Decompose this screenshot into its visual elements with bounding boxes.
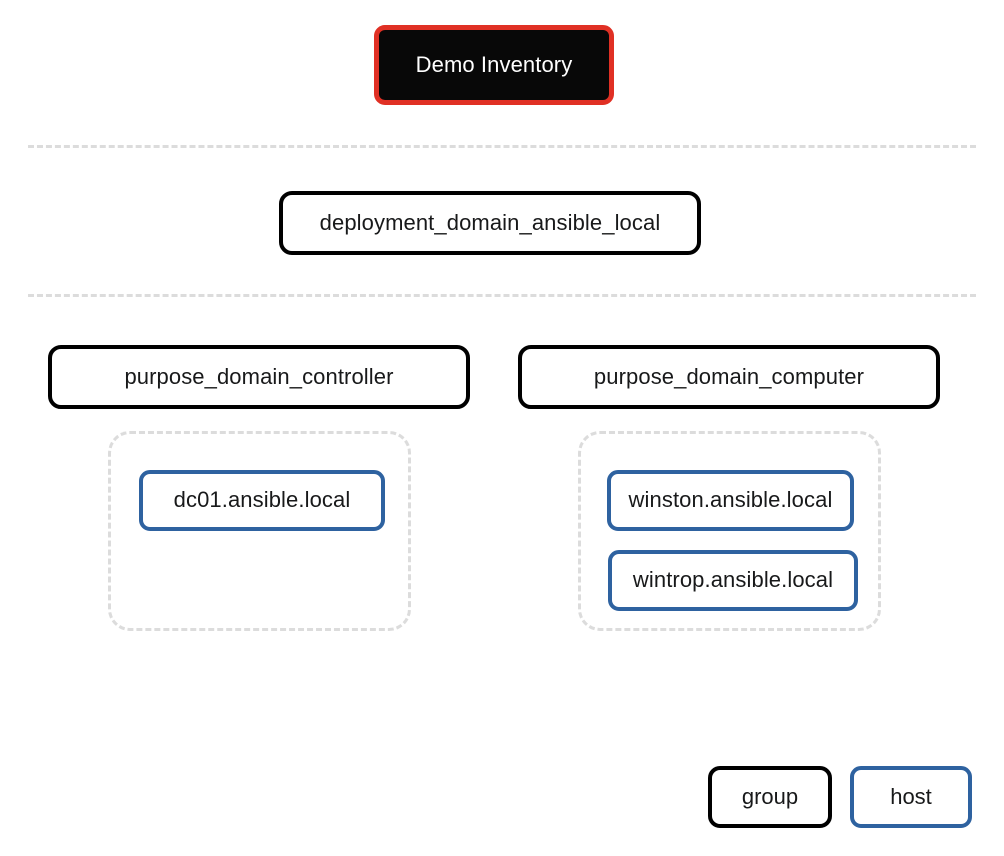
host-node-label: winston.ansible.local — [628, 487, 833, 513]
host-node-label: wintrop.ansible.local — [632, 567, 834, 593]
group-node-purpose-domain-computer[interactable]: purpose_domain_computer — [518, 345, 940, 409]
group-node-label: purpose_domain_controller — [124, 363, 394, 389]
root-node-demo-inventory[interactable]: Demo Inventory — [374, 25, 614, 105]
host-container-purpose-domain-computer: winston.ansible.local wintrop.ansible.lo… — [578, 431, 881, 631]
root-node-label: Demo Inventory — [415, 51, 573, 77]
legend-group-label: group — [741, 784, 799, 809]
level-separator-1 — [28, 145, 976, 148]
group-node-label: purpose_domain_computer — [593, 363, 865, 389]
group-node-deployment-domain-ansible-local[interactable]: deployment_domain_ansible_local — [279, 191, 701, 255]
legend-group-swatch: group — [708, 766, 832, 828]
legend-host-swatch: host — [850, 766, 972, 828]
group-node-label: deployment_domain_ansible_local — [319, 209, 661, 235]
host-container-purpose-domain-controller: dc01.ansible.local — [108, 431, 411, 631]
host-node-dc01[interactable]: dc01.ansible.local — [139, 470, 385, 531]
host-node-winston[interactable]: winston.ansible.local — [607, 470, 854, 531]
level-separator-2 — [28, 294, 976, 297]
host-node-wintrop[interactable]: wintrop.ansible.local — [608, 550, 858, 611]
group-node-purpose-domain-controller[interactable]: purpose_domain_controller — [48, 345, 470, 409]
host-node-label: dc01.ansible.local — [173, 487, 351, 513]
legend-host-label: host — [890, 784, 932, 809]
